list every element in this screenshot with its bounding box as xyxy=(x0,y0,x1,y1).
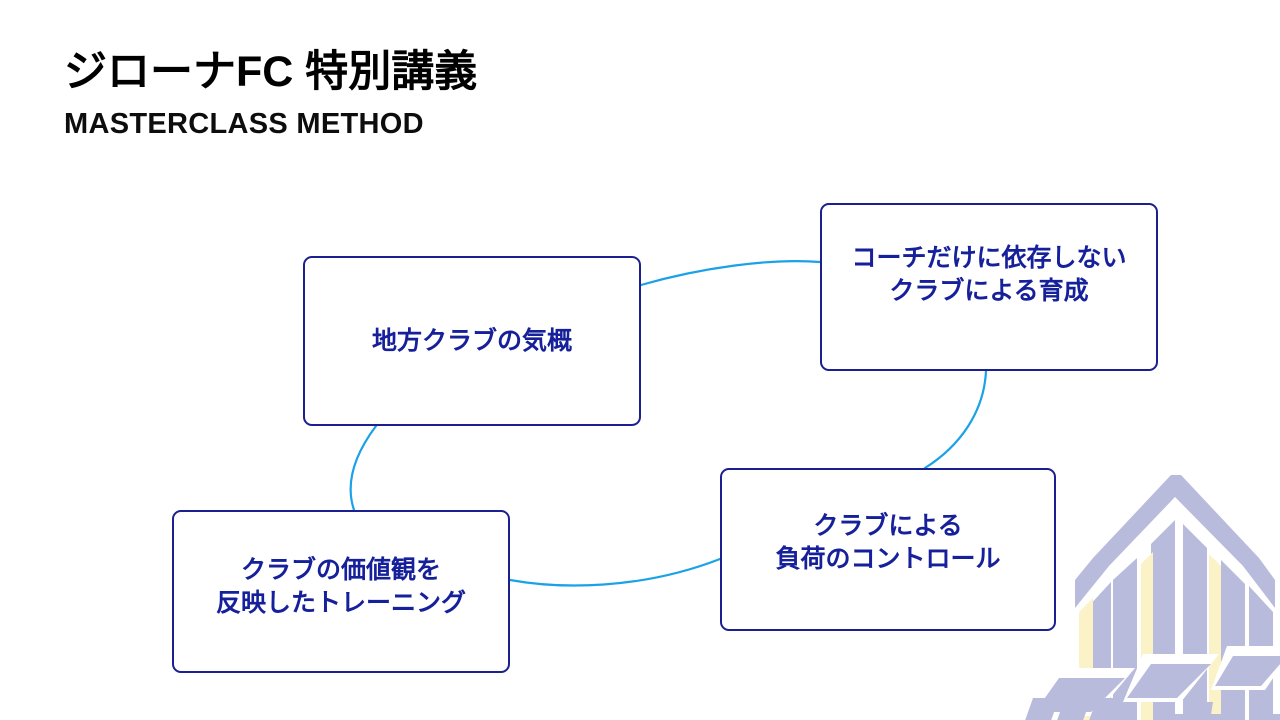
diagram-node-regional-spirit[interactable]: 地方クラブの気概 xyxy=(303,256,641,426)
title-block: ジローナFC 特別講義 MASTERCLASS METHOD xyxy=(64,48,477,141)
connector-club-development-to-load-control xyxy=(923,369,988,470)
connector-regional-spirit-to-club-development xyxy=(639,260,822,287)
page-subtitle: MASTERCLASS METHOD xyxy=(64,108,424,141)
crest-vertical-bars xyxy=(1087,520,1273,720)
page-title: ジローナFC 特別講義 xyxy=(64,48,478,96)
crest-accent-stripes xyxy=(1079,552,1221,720)
diagram-node-label: クラブの価値観を 反映したトレーニング xyxy=(215,555,466,617)
crest-outer-chevron xyxy=(1075,475,1275,608)
diagram-node-label: コーチだけに依存しない クラブによる育成 xyxy=(851,244,1127,305)
diagram-node-values-training[interactable]: クラブの価値観を 反映したトレーニング xyxy=(172,510,510,673)
diagram-node-club-development[interactable]: コーチだけに依存しない クラブによる育成 xyxy=(820,203,1158,371)
crest-wordmark-fragment xyxy=(1025,698,1280,720)
connector-load-control-to-values-training xyxy=(508,557,722,587)
diagram-node-label: クラブによる 負荷のコントロール xyxy=(775,511,1001,573)
diagram-node-label: 地方クラブの気概 xyxy=(371,326,572,355)
diagram-node-load-control[interactable]: クラブによる 負荷のコントロール xyxy=(720,468,1056,631)
crest-lower-sweeps xyxy=(1035,646,1280,716)
connector-values-training-to-regional-spirit xyxy=(349,424,378,512)
